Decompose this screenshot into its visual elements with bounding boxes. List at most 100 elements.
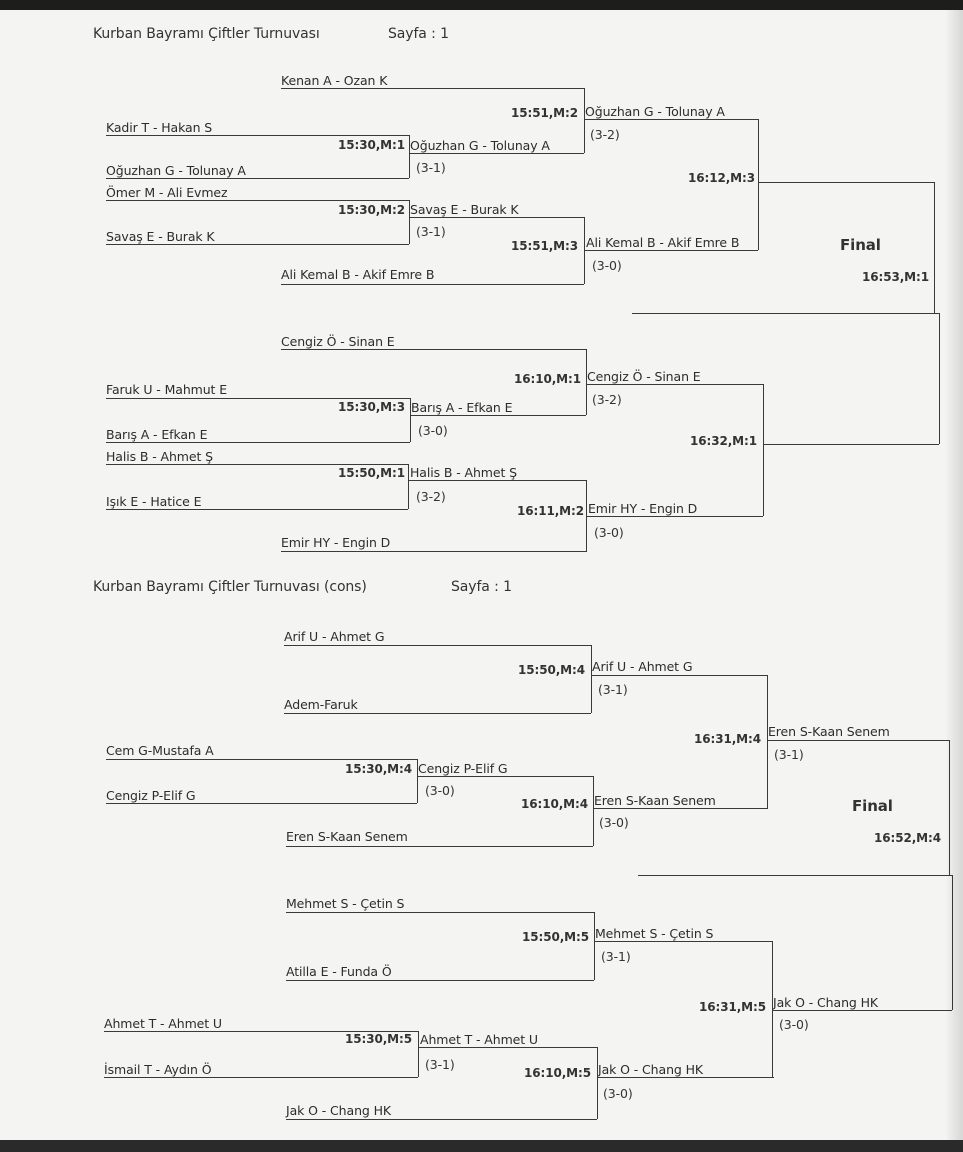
cons-r1-team: Ahmet T - Ahmet U — [104, 1016, 222, 1031]
cons-r1-line — [286, 846, 593, 847]
main-r4-time: 16:32,M:1 — [690, 434, 757, 448]
main-connector — [409, 135, 410, 178]
main-r3-team: Emir HY - Engin D — [588, 501, 698, 516]
main-r2-team: Barış A - Efkan E — [411, 400, 513, 415]
cons-r2-line — [417, 776, 593, 777]
cons-r2-score: (3-1) — [425, 1057, 455, 1072]
main-connector — [586, 349, 587, 415]
cons-final-line — [638, 875, 953, 876]
cons-r4-line — [767, 740, 949, 741]
cons-r1-line — [106, 803, 417, 804]
cons-r3-team: Arif U - Ahmet G — [592, 659, 693, 674]
cons-r3-line — [594, 941, 772, 942]
cons-connector — [591, 645, 592, 713]
main-r1-line — [106, 442, 410, 443]
cons-connector — [417, 759, 418, 803]
main-r3-team: Oğuzhan G - Tolunay A — [585, 104, 725, 119]
cons-r3-team: Jak O - Chang HK — [598, 1062, 703, 1077]
cons-r1-team: Jak O - Chang HK — [286, 1103, 391, 1118]
cons-r1-team: Atilla E - Funda Ö — [286, 964, 392, 979]
main-final-label: Final — [840, 236, 881, 254]
screen-bottom-bezel — [0, 1140, 963, 1152]
cons-r4-score: (3-0) — [779, 1017, 809, 1032]
cons-r1-line — [104, 1077, 418, 1078]
main-r3-line — [586, 516, 763, 517]
cons-connector — [593, 776, 594, 846]
main-header-page: Sayfa : 1 — [388, 26, 449, 42]
main-r1-team: Savaş E - Burak K — [106, 229, 215, 244]
main-r3-time: 16:11,M:2 — [517, 504, 584, 518]
cons-r4-time: 16:31,M:4 — [694, 732, 761, 746]
main-r1-team: Cengiz Ö - Sinan E — [281, 334, 395, 349]
main-r1-line — [106, 509, 408, 510]
main-r2-line — [409, 153, 584, 154]
cons-r4-team: Jak O - Chang HK — [773, 995, 878, 1010]
cons-final-time: 16:52,M:4 — [874, 831, 941, 845]
cons-r4-time: 16:31,M:5 — [699, 1000, 766, 1014]
cons-connector — [949, 740, 950, 875]
cons-r4-score: (3-1) — [774, 747, 804, 762]
cons-r3-time: 16:10,M:4 — [521, 797, 588, 811]
main-r2-line — [409, 217, 584, 218]
main-r3-score: (3-0) — [592, 258, 622, 273]
cons-r1-team: Eren S-Kaan Senem — [286, 829, 408, 844]
main-connector — [763, 384, 764, 516]
main-r3-time: 15:51,M:2 — [511, 106, 578, 120]
cons-r1-team: İsmail T - Aydın Ö — [104, 1062, 212, 1077]
cons-connector — [772, 941, 773, 1077]
main-r1-team: Barış A - Efkan E — [106, 427, 208, 442]
main-r2-line — [410, 415, 586, 416]
main-r1-team: Oğuzhan G - Tolunay A — [106, 163, 246, 178]
main-r1-line — [106, 135, 409, 136]
cons-r3-score: (3-0) — [599, 815, 629, 830]
cons-connector — [597, 1047, 598, 1119]
cons-connector — [418, 1031, 419, 1077]
main-r4-line — [763, 444, 939, 445]
main-r1-line — [106, 398, 410, 399]
main-r1-team: Ömer M - Ali Evmez — [106, 185, 228, 200]
cons-r3-time: 15:50,M:5 — [522, 930, 589, 944]
main-r3-line — [584, 250, 758, 251]
main-r1-line — [281, 551, 587, 552]
cons-r3-time: 16:10,M:5 — [524, 1066, 591, 1080]
main-r1-line — [106, 464, 408, 465]
cons-r1-team: Arif U - Ahmet G — [284, 629, 385, 644]
main-r1-line — [106, 178, 409, 179]
cons-r1-line — [286, 912, 594, 913]
cons-header-title: Kurban Bayramı Çiftler Turnuvası (cons) — [93, 579, 367, 595]
main-r1-team: Halis B - Ahmet Ş — [106, 449, 213, 464]
main-r2-time: 15:30,M:3 — [338, 400, 405, 414]
cons-r1-line — [286, 1119, 597, 1120]
main-r2-score: (3-0) — [418, 423, 448, 438]
main-final-time: 16:53,M:1 — [862, 270, 929, 284]
main-r1-line — [281, 284, 584, 285]
cons-r1-line — [106, 759, 417, 760]
main-r1-line — [106, 244, 409, 245]
main-r3-score: (3-0) — [594, 525, 624, 540]
main-connector — [758, 119, 759, 250]
main-r3-line — [584, 119, 758, 120]
cons-r2-team: Ahmet T - Ahmet U — [420, 1032, 538, 1047]
main-connector — [408, 464, 409, 509]
cons-r3-team: Mehmet S - Çetin S — [595, 926, 714, 941]
main-r1-line — [281, 88, 584, 89]
cons-r4-line — [772, 1010, 952, 1011]
main-r1-team: Kadir T - Hakan S — [106, 120, 213, 135]
main-r1-team: Ali Kemal B - Akif Emre B — [281, 267, 435, 282]
cons-r3-score: (3-1) — [601, 949, 631, 964]
main-r3-time: 15:51,M:3 — [511, 239, 578, 253]
cons-r1-line — [286, 980, 594, 981]
main-r2-time: 15:50,M:1 — [338, 466, 405, 480]
main-r3-line — [586, 384, 763, 385]
cons-r1-team: Cem G-Mustafa A — [106, 743, 214, 758]
cons-r1-line — [284, 645, 591, 646]
main-r2-team: Oğuzhan G - Tolunay A — [410, 138, 550, 153]
main-connector — [409, 200, 410, 244]
cons-r4-team: Eren S-Kaan Senem — [768, 724, 890, 739]
main-r2-team: Savaş E - Burak K — [410, 202, 519, 217]
main-r2-team: Halis B - Ahmet Ş — [410, 465, 517, 480]
cons-r3-team: Eren S-Kaan Senem — [594, 793, 716, 808]
main-r4-line — [758, 182, 934, 183]
cons-r1-team: Mehmet S - Çetin S — [286, 896, 405, 911]
cons-r3-line — [593, 808, 768, 809]
